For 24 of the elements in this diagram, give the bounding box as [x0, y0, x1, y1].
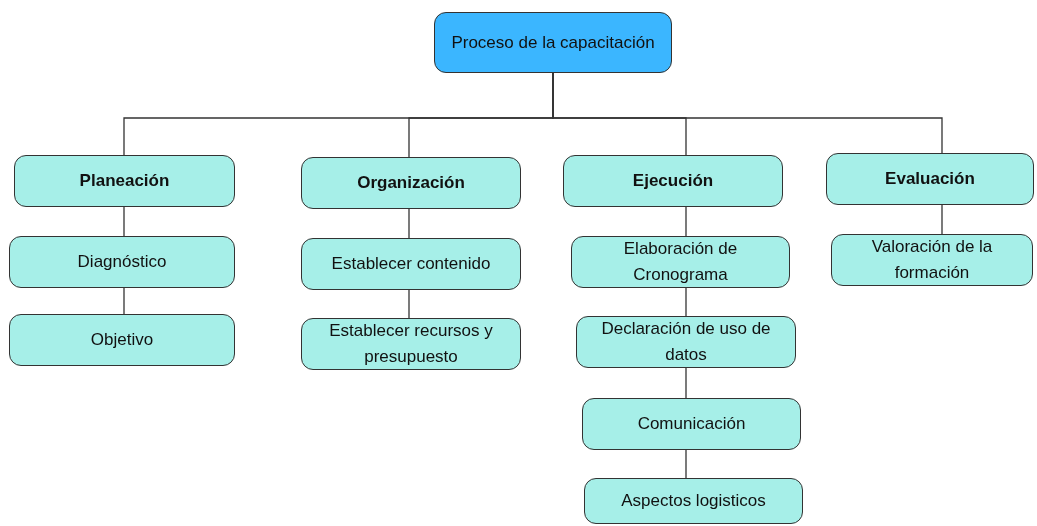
connector-line	[685, 287, 687, 317]
connector-line	[123, 206, 125, 237]
connector-line	[685, 367, 687, 399]
phase-box: Evaluación	[826, 153, 1034, 205]
step-box: Declaración de uso de datos	[576, 316, 796, 368]
step-box: Valoración de la formación	[831, 234, 1033, 286]
connector-line	[408, 289, 410, 319]
connector-line	[685, 449, 687, 479]
step-box: Diagnóstico	[9, 236, 235, 288]
step-box: Comunicación	[582, 398, 801, 450]
root-box: Proceso de la capacitación	[434, 12, 672, 73]
phase-box: Ejecución	[563, 155, 783, 207]
connector-line	[123, 287, 125, 315]
step-box: Aspectos logisticos	[584, 478, 803, 524]
step-box: Establecer recursos y presupuesto	[301, 318, 521, 370]
connector-line	[408, 208, 410, 239]
connector-line	[685, 206, 687, 237]
step-box: Elaboración de Cronograma	[571, 236, 790, 288]
phase-box: Planeación	[14, 155, 235, 207]
phase-box: Organización	[301, 157, 521, 209]
connector-line	[941, 204, 943, 235]
step-box: Establecer contenido	[301, 238, 521, 290]
connector-line	[552, 72, 943, 154]
step-box: Objetivo	[9, 314, 235, 366]
